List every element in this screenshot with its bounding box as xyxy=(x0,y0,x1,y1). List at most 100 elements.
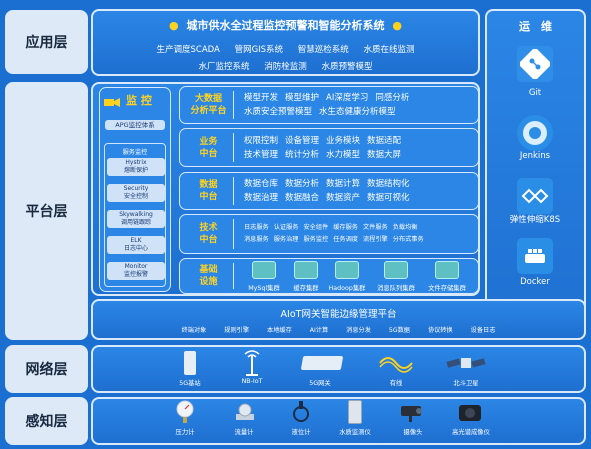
platform-item[interactable]: 统计分析 xyxy=(285,150,320,160)
layer-label-platform: 平台层 xyxy=(5,82,88,340)
jenkins-label: Jenkins xyxy=(519,151,551,161)
monitor-title: 监 控 xyxy=(126,94,152,107)
aiot-item[interactable]: 5G数据 xyxy=(388,327,410,334)
platform-item[interactable]: 数据计算 xyxy=(326,179,361,189)
platform-item[interactable]: 数据分析 xyxy=(285,179,320,189)
platform-item[interactable]: 日志服务 xyxy=(244,224,269,231)
data-row: 数据中台 数据仓库数据分析数据计算数据结构化 数据治理数据融合数据资产数据可视化 xyxy=(179,172,479,210)
monitor-item-monitor[interactable]: Monitor 监控报警 xyxy=(107,262,165,280)
cache-cluster-icon[interactable] xyxy=(294,261,318,279)
app-item[interactable]: 水厂监控系统 xyxy=(198,62,250,72)
business-row: 业务中台 权限控制设备管理业务模块数据适配 技术管理统计分析水力模型数据大屏 xyxy=(179,128,479,167)
network-item-wired: 有线 xyxy=(389,380,403,387)
platform-item[interactable]: 服务治理 xyxy=(273,236,299,243)
platform-item[interactable]: 认证服务 xyxy=(273,224,299,231)
platform-item[interactable]: 分布式事务 xyxy=(392,236,424,243)
platform-item[interactable]: 数据仓库 xyxy=(244,179,279,189)
platform-item[interactable]: 缓存服务 xyxy=(333,224,358,231)
app-item[interactable]: 管网GIS系统 xyxy=(234,45,284,55)
aiot-item[interactable]: AI计算 xyxy=(309,327,329,334)
base-station-icon xyxy=(184,351,196,375)
mq-cluster-icon[interactable] xyxy=(384,261,408,279)
docker-label: Docker xyxy=(520,277,550,287)
aiot-items: 终端对象 规则引擎 本地缓存 AI计算 消息分发 5G数据 协议转换 设备日志 xyxy=(93,325,584,334)
aiot-item[interactable]: 设备日志 xyxy=(470,327,496,334)
network-item-5g: 5G基站 xyxy=(179,380,201,387)
monitor-item-name: Hystrix xyxy=(125,159,147,166)
platform-item[interactable]: 水力模型 xyxy=(326,150,361,160)
platform-item[interactable]: 技术管理 xyxy=(244,150,279,160)
platform-item[interactable]: 服务监控 xyxy=(303,236,329,243)
platform-item[interactable]: 设备管理 xyxy=(285,136,320,146)
service-monitor-title: 服务监控 xyxy=(122,149,148,156)
git-icon[interactable] xyxy=(517,46,553,82)
business-body: 权限控制设备管理业务模块数据适配 技术管理统计分析水力模型数据大屏 xyxy=(244,134,474,162)
file-storage-cluster-icon[interactable] xyxy=(435,261,459,279)
data-title-l1: 数据 xyxy=(199,180,218,190)
platform-item[interactable]: 数据结构化 xyxy=(367,179,410,189)
apm-label: APG监控体系 xyxy=(105,120,165,130)
jenkins-icon[interactable] xyxy=(517,115,553,151)
platform-item[interactable]: 业务模块 xyxy=(326,136,361,146)
camera-icon xyxy=(104,94,120,107)
platform-item[interactable]: 水生态健康分析模型 xyxy=(319,107,396,117)
hadoop-cluster-icon[interactable] xyxy=(335,261,359,279)
platform-item[interactable]: AI深度学习 xyxy=(326,93,369,103)
layer-label-network: 网络层 xyxy=(5,345,88,393)
mysql-cluster-icon[interactable] xyxy=(252,261,276,279)
network-item-gateway: 5G网关 xyxy=(309,380,331,387)
platform-item[interactable]: 模型开发 xyxy=(244,93,279,103)
sensor-camera: 摄像头 xyxy=(403,429,423,436)
platform-item[interactable]: 文件服务 xyxy=(363,224,388,231)
platform-item[interactable]: 同感分析 xyxy=(375,93,410,103)
bigdata-body: 模型开发模型维护 AI深度学习同感分析 水质安全预警模型水生态健康分析模型 xyxy=(244,91,474,119)
platform-item[interactable]: 数据融合 xyxy=(285,193,320,203)
app-item[interactable]: 水质在线监测 xyxy=(363,45,415,55)
infra-title-l2: 设施 xyxy=(199,277,218,287)
app-item[interactable]: 智慧巡检系统 xyxy=(297,45,349,55)
sensor-flow: 流量计 xyxy=(234,429,254,436)
platform-item[interactable]: 流程引擎 xyxy=(363,236,388,243)
platform-item[interactable]: 模型维护 xyxy=(285,93,320,103)
monitor-item-desc: 日志中心 xyxy=(123,245,148,252)
docker-icon[interactable] xyxy=(517,238,553,274)
aiot-item[interactable]: 消息分发 xyxy=(346,327,371,334)
app-item[interactable]: 水质预警模型 xyxy=(321,62,373,72)
platform-item[interactable]: 消息服务 xyxy=(244,236,269,243)
platform-item[interactable]: 数据适配 xyxy=(367,136,402,146)
platform-item[interactable]: 数据资产 xyxy=(326,193,361,203)
platform-item[interactable]: 任务调度 xyxy=(333,236,358,243)
aiot-item[interactable]: 协议转换 xyxy=(427,327,453,334)
k8s-label: 弹性伸缩K8S xyxy=(509,215,561,225)
aiot-item[interactable]: 终端对象 xyxy=(181,327,207,334)
app-title-text: 城市供水全过程监控预警和智能分析系统 xyxy=(186,19,385,32)
platform-item[interactable]: 数据治理 xyxy=(244,193,279,203)
layer-label-perception: 感知层 xyxy=(5,397,88,445)
data-title: 数据中台 xyxy=(184,177,234,205)
platform-item[interactable]: 数据大屏 xyxy=(367,150,402,160)
title-dot-right: ● xyxy=(392,19,402,32)
platform-item[interactable]: 负载均衡 xyxy=(392,224,418,231)
aiot-item[interactable]: 本地缓存 xyxy=(267,327,292,334)
platform-item[interactable]: 数据可视化 xyxy=(367,193,410,203)
monitor-item-skywalking[interactable]: Skywalking 调用链跟踪 xyxy=(107,210,165,228)
monitor-item-elk[interactable]: ELK 日志中心 xyxy=(107,236,165,254)
platform-item[interactable]: 权限控制 xyxy=(244,136,279,146)
sensor-water-quality: 水质监测仪 xyxy=(339,429,371,436)
app-title: ● 城市供水全过程监控预警和智能分析系统 ● xyxy=(93,17,478,33)
monitor-item-desc: 熔断保护 xyxy=(123,167,148,174)
pressure-gauge-icon xyxy=(176,400,194,428)
network-item-nbiot: NB-IoT xyxy=(241,378,263,385)
platform-item[interactable]: 水质安全预警模型 xyxy=(244,107,313,117)
app-item[interactable]: 生产调度SCADA xyxy=(156,45,220,55)
aiot-item[interactable]: 规则引擎 xyxy=(224,327,250,334)
monitor-item-hystrix[interactable]: Hystrix 熔断保护 xyxy=(107,158,165,176)
app-item[interactable]: 消防栓监测 xyxy=(264,62,307,72)
infra-label-mq: 消息队列集群 xyxy=(377,285,415,292)
app-layer-panel: ● 城市供水全过程监控预警和智能分析系统 ● 生产调度SCADA 管网GIS系统… xyxy=(91,9,480,76)
git-label: Git xyxy=(528,88,542,98)
platform-item[interactable]: 安全组件 xyxy=(303,224,329,231)
water-quality-monitor-icon xyxy=(348,400,362,424)
k8s-icon[interactable] xyxy=(517,178,553,214)
monitor-item-security[interactable]: Security 安全控制 xyxy=(107,184,165,202)
